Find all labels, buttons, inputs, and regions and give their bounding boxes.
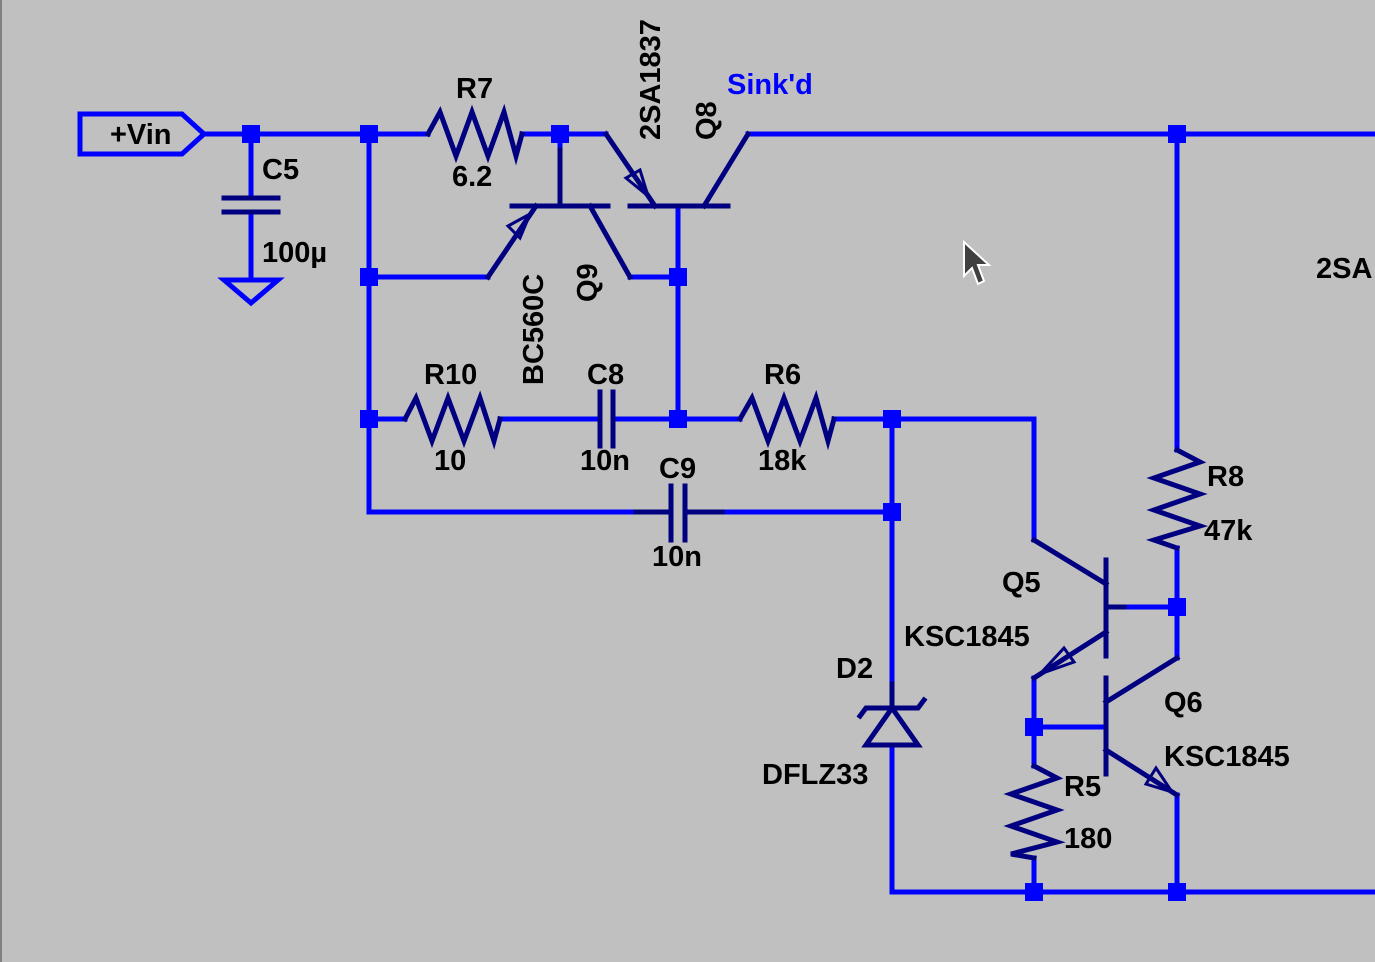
q5-arrow-icon — [1038, 645, 1077, 676]
junction-c8-r6 — [669, 410, 687, 428]
net-label-sinkd[interactable]: Sink'd — [727, 69, 813, 101]
c9-ref: C9 — [659, 453, 696, 485]
junction-r10-left — [360, 410, 378, 428]
mouse-pointer-icon — [963, 239, 992, 286]
c5-ref: C5 — [262, 154, 299, 186]
transistor-q8[interactable]: 2SA1837 Q8 — [602, 19, 752, 210]
vin-port-flag — [77, 111, 208, 157]
junctions — [242, 125, 1186, 901]
r7-value: 6.2 — [452, 161, 492, 193]
ground-icon — [217, 277, 285, 307]
junction-c9-right — [883, 503, 901, 521]
vin-port[interactable]: +Vin — [77, 111, 208, 157]
q8-collector-lead — [700, 130, 752, 210]
r5-value: 180 — [1064, 823, 1112, 855]
junction-r5-bottom — [1025, 883, 1043, 901]
q9-value: BC560C — [518, 274, 550, 385]
junction-q9-base — [360, 268, 378, 286]
resistor-r5[interactable]: R5 180 — [1003, 762, 1112, 861]
r7-ref: R7 — [456, 73, 493, 105]
r10-value: 10 — [434, 445, 466, 477]
transistor-q6[interactable]: Q6 KSC1845 — [1102, 654, 1290, 799]
q6-emitter-lead — [1102, 746, 1181, 799]
q9-ref: Q9 — [572, 263, 604, 302]
q5-value: KSC1845 — [904, 621, 1030, 653]
q6-arrow-icon — [1143, 765, 1176, 795]
d2-value: DFLZ33 — [762, 759, 868, 791]
zener-diode-d2[interactable]: D2 DFLZ33 — [762, 653, 928, 791]
junction-r7-right — [551, 125, 569, 143]
c8-value: 10n — [580, 445, 630, 477]
r10-ref: R10 — [424, 359, 477, 391]
q9-collector-lead — [586, 202, 634, 281]
junction-q6-base — [1025, 718, 1043, 736]
junction-r6-right — [883, 410, 901, 428]
q6-collector-lead — [1102, 654, 1181, 706]
q5-collector-lead — [1030, 536, 1110, 588]
c8-ref: C8 — [587, 359, 624, 391]
junction-q5-base — [1168, 598, 1186, 616]
r8-ref: R8 — [1207, 461, 1244, 493]
junction-r8-top — [1168, 125, 1186, 143]
resistor-r6[interactable]: R6 18k — [736, 359, 838, 477]
vin-port-label: +Vin — [110, 119, 172, 151]
transistor-q9[interactable]: BC560C Q9 — [484, 147, 634, 385]
q5-ref: Q5 — [1002, 567, 1041, 599]
zener-diode-icon — [861, 703, 923, 748]
c9-value: 10n — [652, 541, 702, 573]
q8-value: 2SA1837 — [635, 19, 667, 140]
q8-arrow-icon — [623, 167, 651, 201]
q8-ref: Q8 — [691, 101, 723, 140]
r5-ref: R5 — [1064, 771, 1101, 803]
capacitor-c5[interactable]: C5 100µ — [221, 154, 327, 269]
junction-q6-emitter — [1168, 883, 1186, 901]
junction-q9-collector — [669, 268, 687, 286]
capacitor-c9[interactable]: C9 10n — [633, 453, 725, 573]
r8-value: 47k — [1204, 515, 1253, 547]
clipped-part-label: 2SA — [1316, 253, 1372, 285]
c5-value: 100µ — [262, 237, 327, 269]
d2-ref: D2 — [836, 653, 873, 685]
q6-value: KSC1845 — [1164, 741, 1290, 773]
resistor-r7[interactable]: R7 6.2 — [424, 73, 526, 193]
junction-c5 — [242, 125, 260, 143]
resistor-r8[interactable]: R8 47k — [1145, 446, 1253, 552]
r6-ref: R6 — [764, 359, 801, 391]
r6-value: 18k — [758, 445, 807, 477]
q6-ref: Q6 — [1164, 687, 1203, 719]
transistor-q5[interactable]: Q5 KSC1845 — [904, 536, 1127, 682]
q9-arrow-icon — [505, 210, 534, 241]
junction-bus-top — [360, 125, 378, 143]
capacitor-c8[interactable]: C8 10n — [580, 359, 630, 477]
resistor-r10[interactable]: R10 10 — [401, 359, 504, 477]
